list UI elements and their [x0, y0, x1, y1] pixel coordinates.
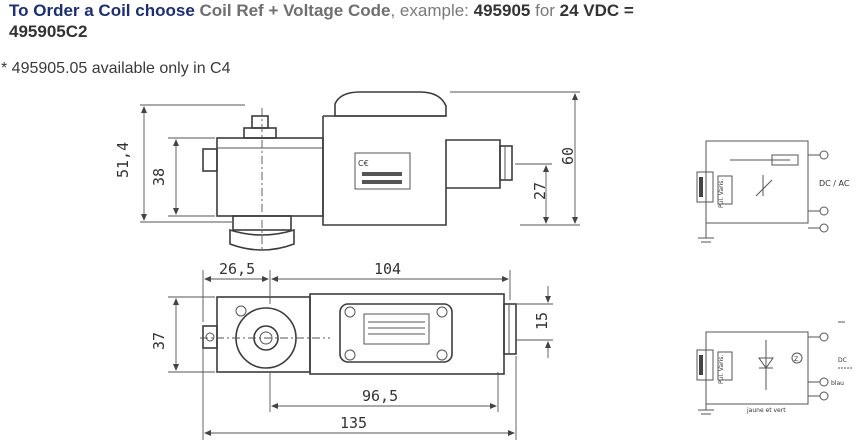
example-text: , example:: [390, 1, 474, 20]
terminal-label-dc-ac: DC / AC: [819, 179, 850, 188]
coil-label-bottom: Pul. Varis.: [718, 355, 725, 384]
order-instructions: To Order a Coil choose Coil Ref + Voltag…: [9, 0, 859, 42]
equals-sign: =: [619, 1, 634, 20]
order-intro: To Order a Coil choose: [9, 1, 200, 20]
dim-inner-length: 96,5: [362, 387, 398, 405]
plus-sign: +: [263, 1, 284, 20]
example-result: 495905C2: [9, 22, 88, 41]
dim-connector-height: 27: [531, 182, 549, 200]
dim-length: 104: [374, 260, 401, 278]
dim-overall-height: 60: [559, 147, 577, 165]
side-view: C€ 51,4 38 60 27: [114, 91, 580, 252]
terminal-label-earth: jaune et vert: [746, 407, 786, 414]
for-text: for: [530, 1, 560, 20]
availability-footnote: * 495905.05 available only in C4: [1, 60, 231, 77]
terminal-label-dc: DC: [838, 357, 847, 364]
zero-marker: Z: [794, 356, 798, 363]
dim-body-height: 38: [150, 168, 168, 186]
example-voltage: 24 VDC: [559, 1, 620, 20]
wiring-diagram-dc: Pul. Varis. Z DC blau jaune et vert: [696, 321, 852, 415]
voltage-code-term: Voltage Code: [283, 1, 391, 20]
dim-depth: 37: [150, 332, 168, 350]
dim-total-length: 135: [340, 414, 367, 432]
coil-label-top: Pul. Varis.: [718, 179, 725, 208]
dim-offset-width: 26,5: [219, 260, 255, 278]
wiring-diagram-ac-dc: Pul. Varis. DC / AC: [696, 140, 850, 243]
dim-connector-depth: 15: [533, 312, 551, 330]
terminal-label-blue: blau: [831, 380, 844, 387]
dim-total-height: 51,4: [114, 142, 132, 178]
coil-ref-term: Coil Ref: [199, 1, 264, 20]
top-view: 26,5 104 37 15 96,5 135: [150, 260, 553, 440]
example-ref: 495905: [473, 1, 531, 20]
svg-text:C€: C€: [358, 159, 369, 168]
